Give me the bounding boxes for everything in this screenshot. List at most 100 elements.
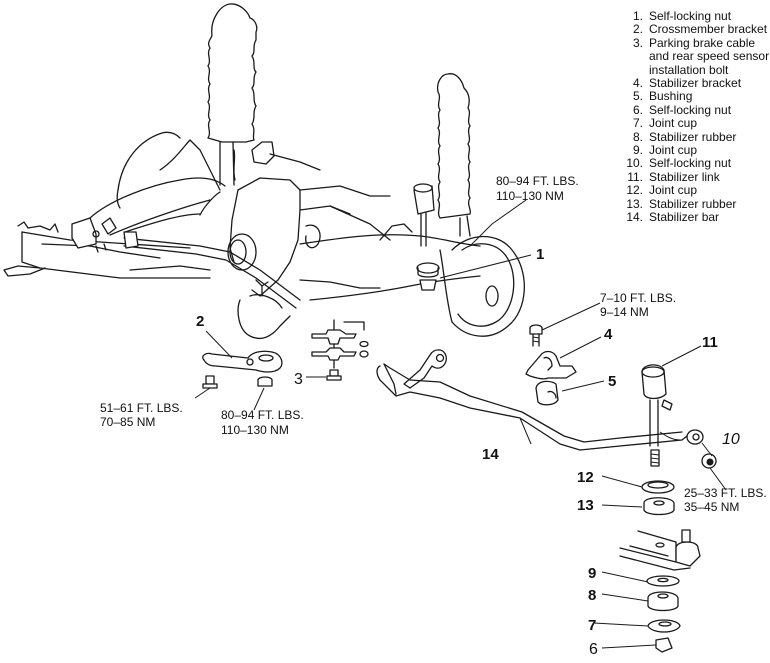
parking-brake-bracket [311,319,369,369]
legend-item-number: 9. [632,143,643,158]
callout-3: 3 [294,371,303,388]
torque-spec-crossmember-bolt: 51–61 FT. LBS. 70–85 NM [100,401,183,429]
callout-7: 7 [588,617,596,634]
callout-10: 10 [722,431,740,448]
legend-item-number: 11. [627,169,643,184]
crossmember-bracket [202,350,283,373]
diff-cover [237,279,291,340]
self-locking-nut-1 [416,262,440,291]
torque-ftlbs: 80–94 FT. LBS. [221,408,304,422]
stabilizer-bracket [525,350,577,380]
legend-item: 10. Self-locking nut [621,156,770,171]
legend-item-label: Stabilizer rubber [649,129,737,144]
crossmember-bracket-bolt [202,375,218,389]
torque-spec-nut1: 80–94 FT. LBS. 110–130 NM [496,174,579,203]
installed-stabilizer-bar [123,231,301,309]
legend-item: 5. Bushing [621,89,770,104]
legend-item-number: 3. [632,35,643,50]
legend-item-label: Joint cup [649,116,698,131]
stabilizer-rubber-13 [643,497,675,516]
torque-spec-crossmember-nut: 80–94 FT. LBS. 110–130 NM [221,408,304,437]
callout-11: 11 [702,334,718,351]
callout-2: 2 [196,313,204,330]
crossmember-frame [3,221,211,279]
stabilizer-link [641,364,673,467]
legend-item-number: 12. [626,183,643,198]
legend-item-label: Bushing [649,89,693,104]
legend-item: 12.Joint cup [621,183,770,198]
right-shock-absorber [436,73,472,237]
legend-item-number: 2. [632,22,643,37]
legend-item: 13. Stabilizer rubber [621,196,770,211]
legend-item-label: Self-locking nut [649,156,732,171]
callout-12: 12 [577,469,594,486]
legend-item-label: Stabilizer bracket [649,76,742,91]
legend-item-label: Stabilizer rubber [649,196,737,211]
parking-brake-bolt [326,369,342,381]
torque-nm: 110–130 NM [221,423,289,437]
left-brake-drum [116,131,181,209]
differential-housing [227,141,391,297]
self-locking-nut-6 [655,637,673,653]
legend-item: 2. Crossmember bracket [621,22,770,37]
torque-ftlbs: 51–61 FT. LBS. [100,401,183,415]
left-bushing-block [71,217,117,253]
right-brake-drum [439,236,525,337]
legend-item-label: Self-locking nut [649,9,732,23]
legend-item-number: 5. [632,89,643,104]
torque-nm: 70–85 NM [100,415,155,429]
lower-control-arms [89,139,226,236]
legend-item: 9. Joint cup [621,143,770,158]
legend-item: 14.Stabilizer bar [621,210,770,225]
legend-item-number: 8. [632,129,643,144]
torque-ftlbs: 25–33 FT. LBS. [684,486,767,500]
bushing [535,380,559,406]
self-locking-nut-10 [701,453,717,469]
stabilizer-rubber-8 [647,591,679,612]
torque-nm: 110–130 NM [496,189,564,203]
legend-item-label: Self-locking nut [649,102,732,117]
joint-cup-9 [646,575,680,587]
left-shock-absorber [207,3,258,186]
callout-8: 8 [588,587,596,604]
legend-item-label: Stabilizer link [649,169,720,184]
callout-9: 9 [588,565,596,582]
callout-1: 1 [536,246,544,263]
torque-ftlbs: 7–10 FT. LBS. [600,291,676,305]
legend-item: 7.Joint cup [621,116,770,131]
stabilizer-bar [376,349,704,451]
legend-item-number: 13. [626,196,643,211]
torque-nm: 9–14 NM [600,305,649,319]
lower-arm-end [619,529,701,571]
right-axle-arm [299,223,481,301]
torque-spec-link-nut: 25–33 FT. LBS. 35–45 NM [684,486,767,514]
legend-item: 11. Stabilizer link [621,169,770,184]
joint-cup-12 [641,480,675,494]
callout-4: 4 [604,326,613,343]
torque-spec-bracket-bolt: 7–10 FT. LBS. 9–14 NM [600,291,676,319]
torque-ftlbs: 80–94 FT. LBS. [496,174,579,188]
legend-item: 3. Parking brake cable and rear speed sen… [621,35,770,77]
callout-14: 14 [482,446,499,463]
legend-item: 1. Self-locking nut [621,9,770,23]
crossmember-bracket-nut [257,376,273,387]
legend-item-label: Parking brake cable and rear speed senso… [649,35,770,77]
stabilizer-bracket-bolt [529,324,543,347]
legend-item-label: Joint cup [649,143,698,158]
callout-5: 5 [608,373,616,390]
legend-item: 8. Stabilizer rubber [621,129,770,144]
torque-nm: 35–45 NM [684,500,739,514]
shock-mount-bolt [413,183,435,247]
legend-item-number: 14. [626,210,643,225]
callout-13: 13 [577,497,594,514]
legend-item: 4. Stabilizer bracket [621,76,770,91]
legend-item-number: 1. [632,9,643,23]
legend-item-number: 4. [632,76,643,91]
legend-item-label: Crossmember bracket [649,22,768,37]
callout-6: 6 [589,641,598,658]
legend-item-number: 10. [626,156,643,171]
joint-cup-7 [647,619,681,633]
leader-lines [194,199,727,649]
